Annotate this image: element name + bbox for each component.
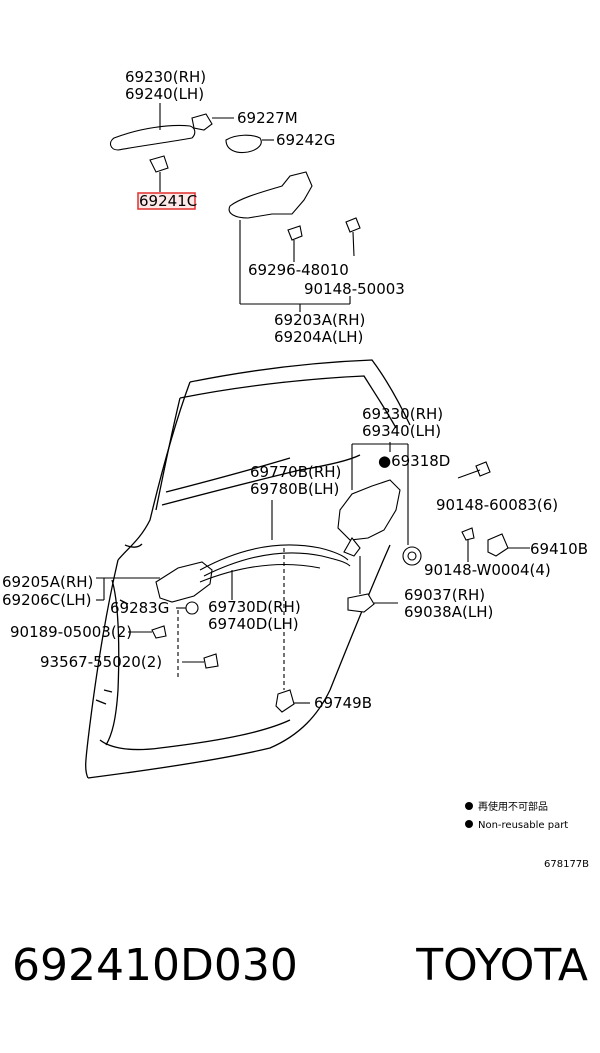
brand-name: TOYOTA (416, 940, 588, 991)
label-90148-W0004: 90148-W0004(4) (424, 561, 551, 579)
inside-handle-part (155, 561, 213, 603)
label-69283: 69283G (110, 599, 169, 617)
diagram-code: 678177B (544, 859, 589, 870)
striker-bolt-part (475, 461, 491, 477)
inside-handle-bezel-part (185, 601, 199, 615)
leader-lines (96, 103, 530, 704)
frame-bolt-part (345, 217, 361, 233)
label-69240: 69240(LH) (125, 85, 204, 103)
door-lock-assembly (337, 461, 509, 613)
outside-handle-assembly (109, 113, 361, 257)
label-69242: 69242G (276, 131, 335, 149)
non-reusable-dot-icon (465, 820, 473, 828)
label-69203: 69203A(RH) (274, 311, 365, 329)
label-69296: 69296-48010 (248, 261, 349, 279)
frame-screw-part (287, 225, 303, 241)
label-90189-05003: 90189-05003(2) (10, 623, 132, 641)
label-69340: 69340(LH) (362, 422, 441, 440)
inside-handle-assembly (151, 544, 351, 713)
handle-frame-part (228, 171, 313, 219)
label-69206: 69206C(LH) (2, 591, 92, 609)
label-90148-50003: 90148-50003 (304, 280, 405, 298)
label-69730: 69730D(RH) (208, 598, 301, 616)
label-69749: 69749B (314, 694, 372, 712)
label-69205: 69205A(RH) (2, 573, 93, 591)
highlight-box (137, 192, 196, 210)
non-reusable-dot-icon (465, 802, 473, 810)
label-69740: 69740D(LH) (208, 615, 299, 633)
legend: 再使用不可部品 Non-reusable part 678177B (465, 800, 589, 870)
label-69037: 69037(RH) (404, 586, 485, 604)
label-90148-60083: 90148-60083(6) (436, 496, 558, 514)
handle-cap-part (225, 134, 262, 154)
label-69241-highlighted: 69241C (139, 192, 197, 210)
label-69770: 69770B(RH) (250, 463, 341, 481)
footer: 692410D030 TOYOTA (0, 940, 600, 1010)
legend-japanese: 再使用不可部品 (478, 800, 548, 813)
label-69410: 69410B (530, 540, 588, 558)
door-outline (85, 359, 411, 779)
inside-handle-screw-part (151, 625, 167, 639)
label-69780: 69780B(LH) (250, 480, 339, 498)
cable-clip-part (275, 689, 295, 713)
label-69038: 69038A(LH) (404, 603, 493, 621)
handle-pad-part (191, 113, 213, 131)
lock-rod-part (347, 593, 375, 613)
inside-handle-bolt-part (203, 653, 219, 669)
lock-cylinder-pad-part (149, 155, 169, 173)
striker-screw-part (461, 527, 475, 541)
striker-part (487, 533, 509, 557)
label-93567-55020: 93567-55020(2) (40, 653, 162, 671)
door-lock-part (337, 479, 401, 541)
label-69204: 69204A(LH) (274, 328, 363, 346)
legend-english: Non-reusable part (478, 820, 568, 831)
label-69230: 69230(RH) (125, 68, 206, 86)
label-69330: 69330(RH) (362, 405, 443, 423)
label-69227: 69227M (237, 109, 298, 127)
label-69318: ●69318D (378, 452, 450, 470)
part-number: 692410D030 (12, 940, 298, 991)
part-labels: 69230(RH) 69240(LH) 69227M 69242G 69241C… (2, 68, 588, 712)
outside-handle-part (109, 125, 196, 151)
